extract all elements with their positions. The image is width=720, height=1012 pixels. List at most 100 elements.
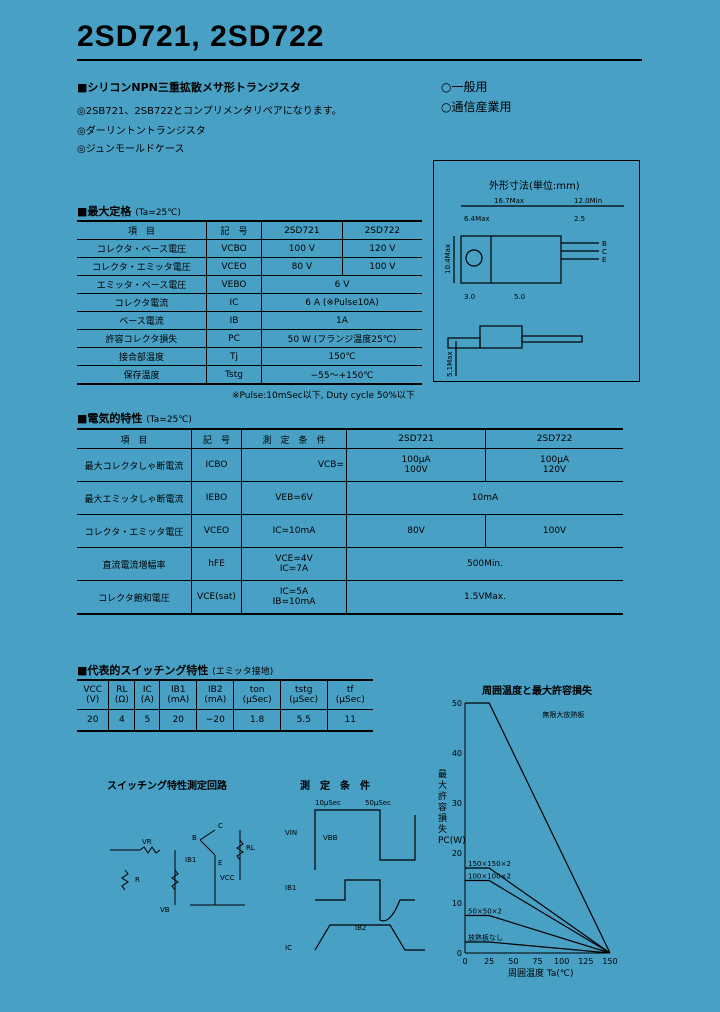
item: 保存温度 <box>77 365 207 385</box>
circuit-title: スイッチング特性測定回路 <box>107 781 227 792</box>
device-type-heading: ■シリコンNPN三重拡散メサ形トランジスタ <box>77 81 301 94</box>
pin-e: E <box>602 256 606 264</box>
header-text: (A) <box>140 695 154 705</box>
header-text: (V) <box>86 695 100 705</box>
symbol: VCEO <box>191 514 242 548</box>
value: 1A <box>261 311 422 330</box>
dim-pitch: 2.5 <box>574 215 585 223</box>
y-tick-label: 0 <box>457 949 462 958</box>
value: 100 V <box>341 257 422 276</box>
x-tick-label: 75 <box>532 957 542 965</box>
condition-2: IB=10mA <box>272 597 316 607</box>
item: ベース電流 <box>77 311 207 330</box>
dim-height: 10.4Max <box>444 244 452 274</box>
condition-2: IC=7A <box>279 564 309 574</box>
symbol: ICBO <box>191 448 242 482</box>
header-text: (mA) <box>167 695 190 705</box>
header-text: tf <box>346 685 354 695</box>
x-tick-label: 25 <box>484 957 494 965</box>
wf-ic: IC <box>285 944 292 952</box>
col-header-item: 項 目 <box>77 220 207 240</box>
series-label: 50×50×2 <box>468 908 502 916</box>
condition-1: IC=5A <box>279 587 309 597</box>
col-header: tstg(μSec) <box>279 679 328 710</box>
header-text: (μSec) <box>289 695 319 705</box>
elec-title: ■電気的特性 <box>77 412 143 425</box>
col-header: IB2(mA) <box>196 679 235 710</box>
header-text: IC <box>142 685 152 695</box>
wf-50us: 50μSec <box>365 799 391 807</box>
package-drawing: 16.7Max 12.0Min 6.4Max 2.5 10.4Max 3.0 5… <box>444 197 624 377</box>
symbol: VEBO <box>206 275 262 294</box>
value: 6 V <box>261 275 422 294</box>
elec-heading: ■電気的特性 (Ta=25℃) <box>77 410 192 426</box>
max-ratings-title: ■最大定格 <box>77 205 132 218</box>
col-header: IB1(mA) <box>159 679 198 710</box>
x-tick-label: 100 <box>554 957 569 965</box>
col-header-item: 項 目 <box>77 428 192 449</box>
value: 20 <box>159 709 198 732</box>
pin-c: C <box>602 248 607 256</box>
switching-title: ■代表的スイッチング特性 <box>77 664 209 677</box>
switching-heading: ■代表的スイッチング特性 (エミッタ接地) <box>77 662 273 678</box>
col-header-2sd721: 2SD721 <box>345 428 487 449</box>
value: 6 A (※Pulse10A) <box>261 293 422 312</box>
title-rule <box>77 59 642 61</box>
series-line <box>465 702 611 954</box>
wf-10us: 10μSec <box>315 799 341 807</box>
conditions-title: 測 定 条 件 <box>300 781 370 792</box>
value: 11 <box>326 709 373 732</box>
value: 80 V <box>261 257 343 276</box>
condition: VEB=6V <box>241 481 347 515</box>
symbol: Tj <box>206 347 262 366</box>
max-ratings-condition: (Ta=25℃) <box>135 208 181 218</box>
feature-2: ◎ダーリントントランジスタ <box>77 126 206 137</box>
value: 4 <box>108 709 136 732</box>
y-tick-label: 20 <box>452 849 462 858</box>
item: コレクタ・エミッタ電圧 <box>77 514 192 548</box>
item: 最大エミッタしゃ断電流 <box>77 481 192 515</box>
x-tick-label: 125 <box>578 957 593 965</box>
header-text: IB2 <box>208 685 223 695</box>
value: 1.8 <box>233 709 281 732</box>
symbol: IEBO <box>191 481 242 515</box>
value: 5 <box>134 709 161 732</box>
current-limit: 100μA <box>401 455 431 465</box>
symbol: Tstg <box>206 365 262 385</box>
label-ib1: IB1 <box>185 856 196 864</box>
package-outline-box: 外形寸法(単位:mm) 16.7Max 12.0Min 6.4Max 2.5 1… <box>433 160 640 382</box>
value: 10mA <box>346 481 623 515</box>
application-general: ○一般用 <box>441 80 488 94</box>
voltage: 100V <box>404 465 428 475</box>
dim-length: 16.7Max <box>494 197 524 205</box>
item: 許容コレクタ損失 <box>77 329 207 348</box>
condition-1: VCE=4V <box>275 554 313 564</box>
item: 直流電流増幅率 <box>77 547 192 581</box>
y-tick-label: 40 <box>452 749 462 758</box>
label-c: C <box>218 822 223 830</box>
value: 500Min. <box>346 547 623 581</box>
header-text: (Ω) <box>114 695 129 705</box>
col-header-2sd722: 2SD722 <box>341 220 422 240</box>
label-r: R <box>135 876 140 884</box>
header-text: (mA) <box>204 695 227 705</box>
symbol: VCE(sat) <box>191 580 242 615</box>
item: コレクタ・エミッタ電圧 <box>77 257 207 276</box>
current-limit: 100μA <box>540 455 570 465</box>
symbol: VCEO <box>206 257 262 276</box>
col-header: RL(Ω) <box>108 679 136 710</box>
pin-b: B <box>602 240 607 248</box>
value: 50 W (フランジ温度25℃) <box>261 329 422 348</box>
test-waveforms: 10μSec 50μSec VIN VBB IB1 IB2 IC <box>285 799 425 952</box>
